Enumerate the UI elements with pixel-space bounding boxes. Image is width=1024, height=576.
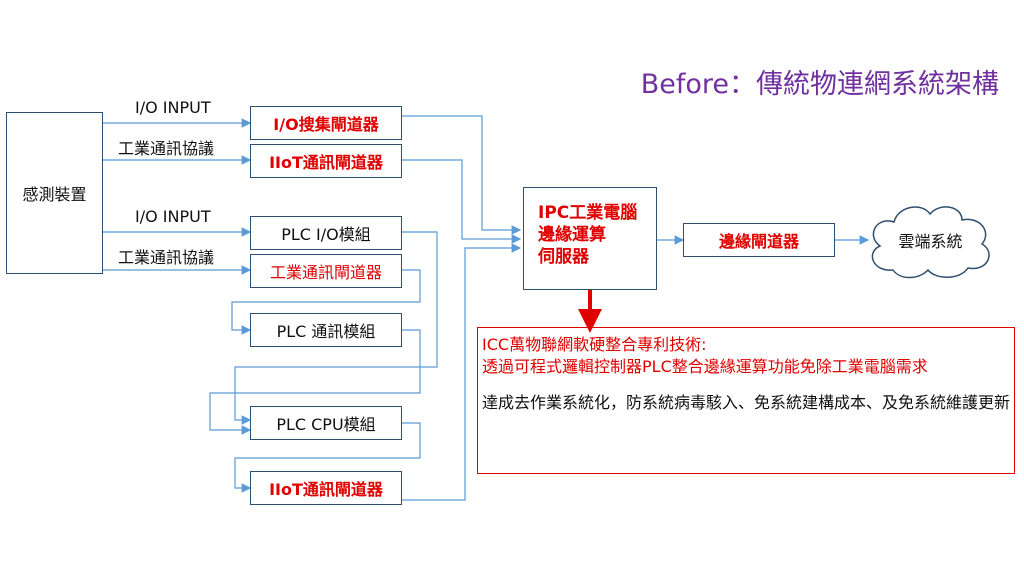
- arrow-comm-cpu: [209, 329, 421, 435]
- io-input-label-2: I/O INPUT: [135, 207, 211, 226]
- note-line-2: 透過可程式邏輯控制器PLC整合邊緣運算功能免除工業電腦需求: [482, 357, 928, 376]
- arrow-plcio-cpu: [234, 231, 438, 425]
- iiot-gateway-top-box: IIoT通訊閘道器: [250, 144, 402, 178]
- arrow-iiot-top-ipc: [402, 159, 522, 244]
- protocol-label-2: 工業通訊協議: [118, 248, 215, 267]
- cloud-shape: [871, 206, 990, 279]
- protocol-label-1: 工業通訊協議: [118, 139, 215, 158]
- ipc-line-2: 邊緣運算: [538, 225, 606, 245]
- ipc-server-box: IPC工業電腦 邊緣運算 伺服器: [523, 187, 657, 290]
- plc-io-module-box: PLC I/O模組: [250, 216, 402, 250]
- io-gateway-label: I/O搜集閘道器: [273, 115, 379, 134]
- plc-cpu-module-box: PLC CPU模組: [250, 406, 402, 440]
- arrow-io-gateway-ipc: [402, 115, 522, 235]
- iiot-gateway-bottom-box: IIoT通訊閘道器: [250, 471, 402, 505]
- plc-cpu-module-label: PLC CPU模組: [276, 415, 376, 434]
- io-input-label-1: I/O INPUT: [135, 98, 211, 117]
- io-gateway-box: I/O搜集閘道器: [250, 106, 402, 140]
- note-line-1: ICC萬物聯網軟硬整合專利技術:: [482, 335, 707, 354]
- plc-comm-module-box: PLC 通訊模組: [250, 313, 402, 347]
- arrow-gateway-comm: [231, 269, 421, 335]
- sensor-device-box: 感測裝置: [6, 112, 103, 274]
- note-line-3: 達成去作業系統化，防系統病毒駭入、免系統建構成本、及免系統維護更新: [482, 393, 1011, 412]
- industrial-gateway-box: 工業通訊閘道器: [250, 254, 402, 288]
- iiot-gateway-top-label: IIoT通訊閘道器: [269, 153, 383, 172]
- industrial-gateway-label: 工業通訊閘道器: [269, 263, 382, 282]
- ipc-line-1: IPC工業電腦: [538, 203, 638, 223]
- edge-gateway-box: 邊緣閘道器: [683, 223, 835, 257]
- iiot-gateway-bottom-label: IIoT通訊閘道器: [269, 480, 383, 499]
- plc-io-module-label: PLC I/O模組: [281, 225, 371, 244]
- sensor-label: 感測裝置: [22, 185, 87, 204]
- cloud-system-label: 雲端系統: [898, 232, 963, 251]
- arrow-iiot-bottom-ipc: [402, 243, 522, 501]
- ipc-line-3: 伺服器: [538, 247, 589, 267]
- arrow-cpu-iiot: [234, 422, 421, 493]
- plc-comm-module-label: PLC 通訊模組: [276, 322, 376, 341]
- patent-note-box: ICC萬物聯網軟硬整合專利技術: 透過可程式邏輯控制器PLC整合邊緣運算功能免除…: [477, 327, 1015, 474]
- page-title: Before：傳統物連網系統架構: [640, 69, 999, 100]
- edge-gateway-label: 邊緣閘道器: [718, 232, 799, 251]
